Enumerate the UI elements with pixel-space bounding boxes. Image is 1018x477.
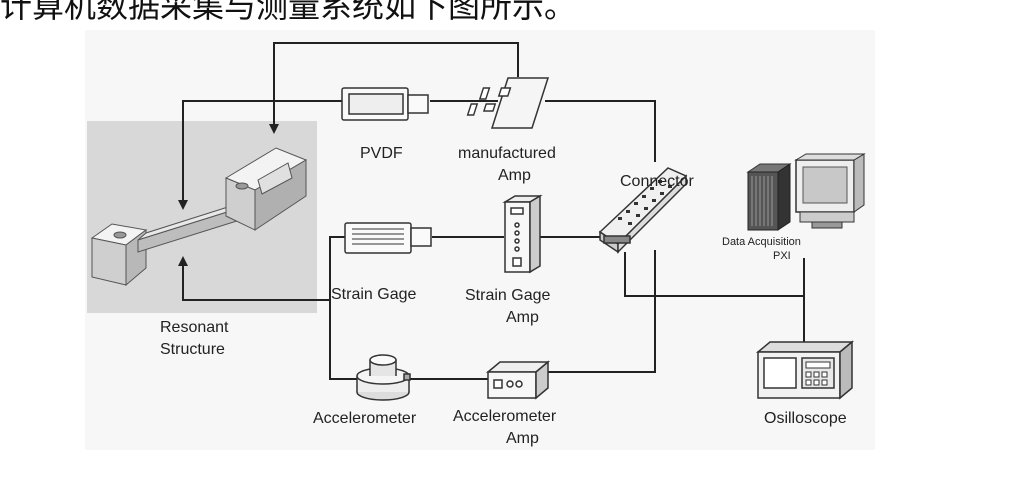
connector-box [598, 167, 688, 254]
connector-output-wire [624, 252, 804, 297]
oscilloscope [755, 340, 855, 400]
strain-gage-input-wire [178, 256, 330, 301]
accelerometer-label: Accelerometer [313, 410, 417, 427]
pvdf-label: PVDF [360, 145, 403, 162]
signal-lines [178, 42, 805, 380]
accelerometer [356, 354, 411, 401]
resonant-structure-label-line1: Resonant [160, 319, 229, 336]
strain-gage-label: Strain Gage [331, 286, 416, 303]
pvdf-actuator-wire [178, 100, 342, 210]
daq-label-line1: Data Acquisition [722, 236, 801, 248]
pvdf-sensor [341, 87, 429, 121]
strain-gage-amp-label-line1: Strain Gage [465, 287, 550, 304]
resonant-structure-label-line2: Structure [160, 341, 225, 358]
strain-gage-accel-wire [329, 236, 360, 380]
accel-amp-connector-wire [548, 250, 656, 373]
strain-gage-amp-label-line2: Amp [506, 309, 539, 326]
connector-label: Connector [620, 173, 694, 190]
manufactured-amp-connector-wire [545, 100, 656, 162]
feedback-wire-top [269, 42, 519, 134]
pxi-data-acquisition [746, 153, 866, 231]
resonant-structure [90, 147, 308, 287]
manufactured-amp-label-line2: Amp [498, 167, 531, 184]
oscilloscope-label: Osilloscope [764, 410, 847, 427]
strain-gage [344, 222, 432, 254]
manufactured-amp [466, 77, 550, 129]
manufactured-amp-label-line1: manufactured [458, 145, 556, 162]
accelerometer-amp-label-line1: Accelerometer [453, 408, 557, 425]
page-caption: 计算机数据采集与测量系统如下图所示。 [0, 0, 577, 24]
accelerometer-amp-label-line2: Amp [506, 430, 539, 447]
strain-gage-amp [502, 194, 543, 274]
accelerometer-amp [485, 360, 551, 400]
daq-label-line2: PXI [773, 250, 791, 262]
